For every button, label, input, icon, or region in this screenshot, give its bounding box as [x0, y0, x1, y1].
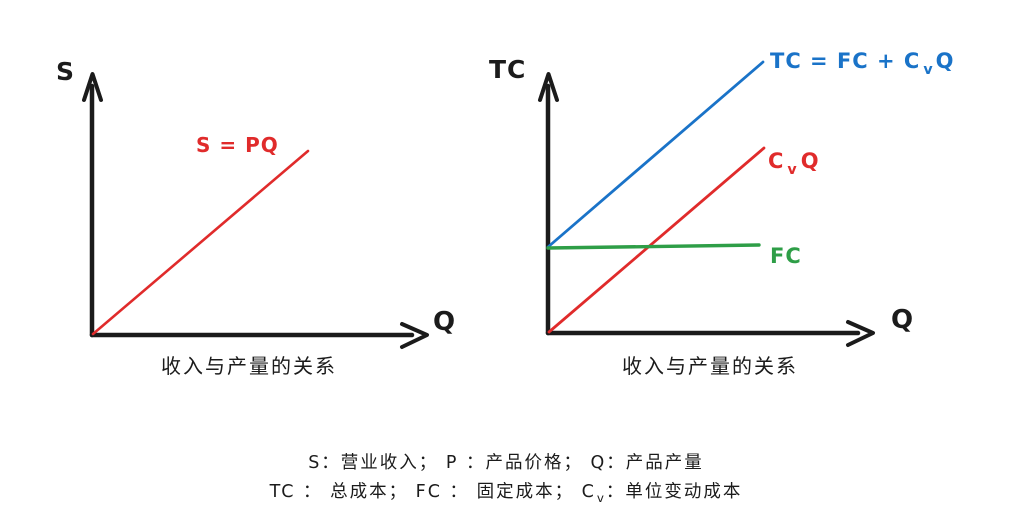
left-chart-group — [82, 72, 429, 349]
legend-line-1: S：营业收入； P ：产品价格； Q：产品产量 — [308, 453, 704, 473]
legend-line-2-part1: TC ： 总成本； FC ： 固定成本； C — [269, 482, 596, 502]
legend-line-2-subscript: v — [597, 491, 606, 505]
left-y-axis-label: S — [56, 57, 75, 86]
fixed-cost-line-label: FC — [770, 244, 802, 268]
right-x-axis-arrowhead — [846, 320, 875, 347]
left-x-axis-arrowhead — [400, 322, 429, 349]
total-cost-line — [546, 60, 765, 249]
right-y-axis-label: TC — [489, 55, 526, 84]
total-cost-label-subscript: v — [923, 62, 933, 78]
revenue-line — [91, 149, 310, 336]
left-x-axis-label: Q — [433, 307, 456, 337]
right-x-axis-label: Q — [891, 305, 914, 335]
legend-line-2-part2: ：单位变动成本 — [606, 482, 743, 502]
variable-cost-label-subscript: v — [787, 162, 797, 178]
left-y-axis-arrowhead — [82, 72, 103, 102]
right-chart-caption: 收入与产量的关系 — [622, 354, 798, 378]
right-y-axis-arrowhead — [538, 72, 559, 102]
left-chart-caption: 收入与产量的关系 — [161, 354, 337, 378]
legend-line-2: TC ： 总成本； FC ： 固定成本； Cv：单位变动成本 — [269, 482, 743, 505]
variable-cost-line — [547, 146, 766, 334]
right-chart-group — [538, 60, 875, 347]
revenue-line-label: S = PQ — [196, 133, 279, 157]
total-cost-label-suffix: Q — [936, 49, 955, 73]
total-cost-label-prefix: TC = FC + C — [770, 49, 920, 73]
variable-cost-label-prefix: C — [768, 149, 784, 173]
fixed-cost-line — [546, 243, 761, 250]
variable-cost-label-suffix: Q — [801, 149, 820, 173]
